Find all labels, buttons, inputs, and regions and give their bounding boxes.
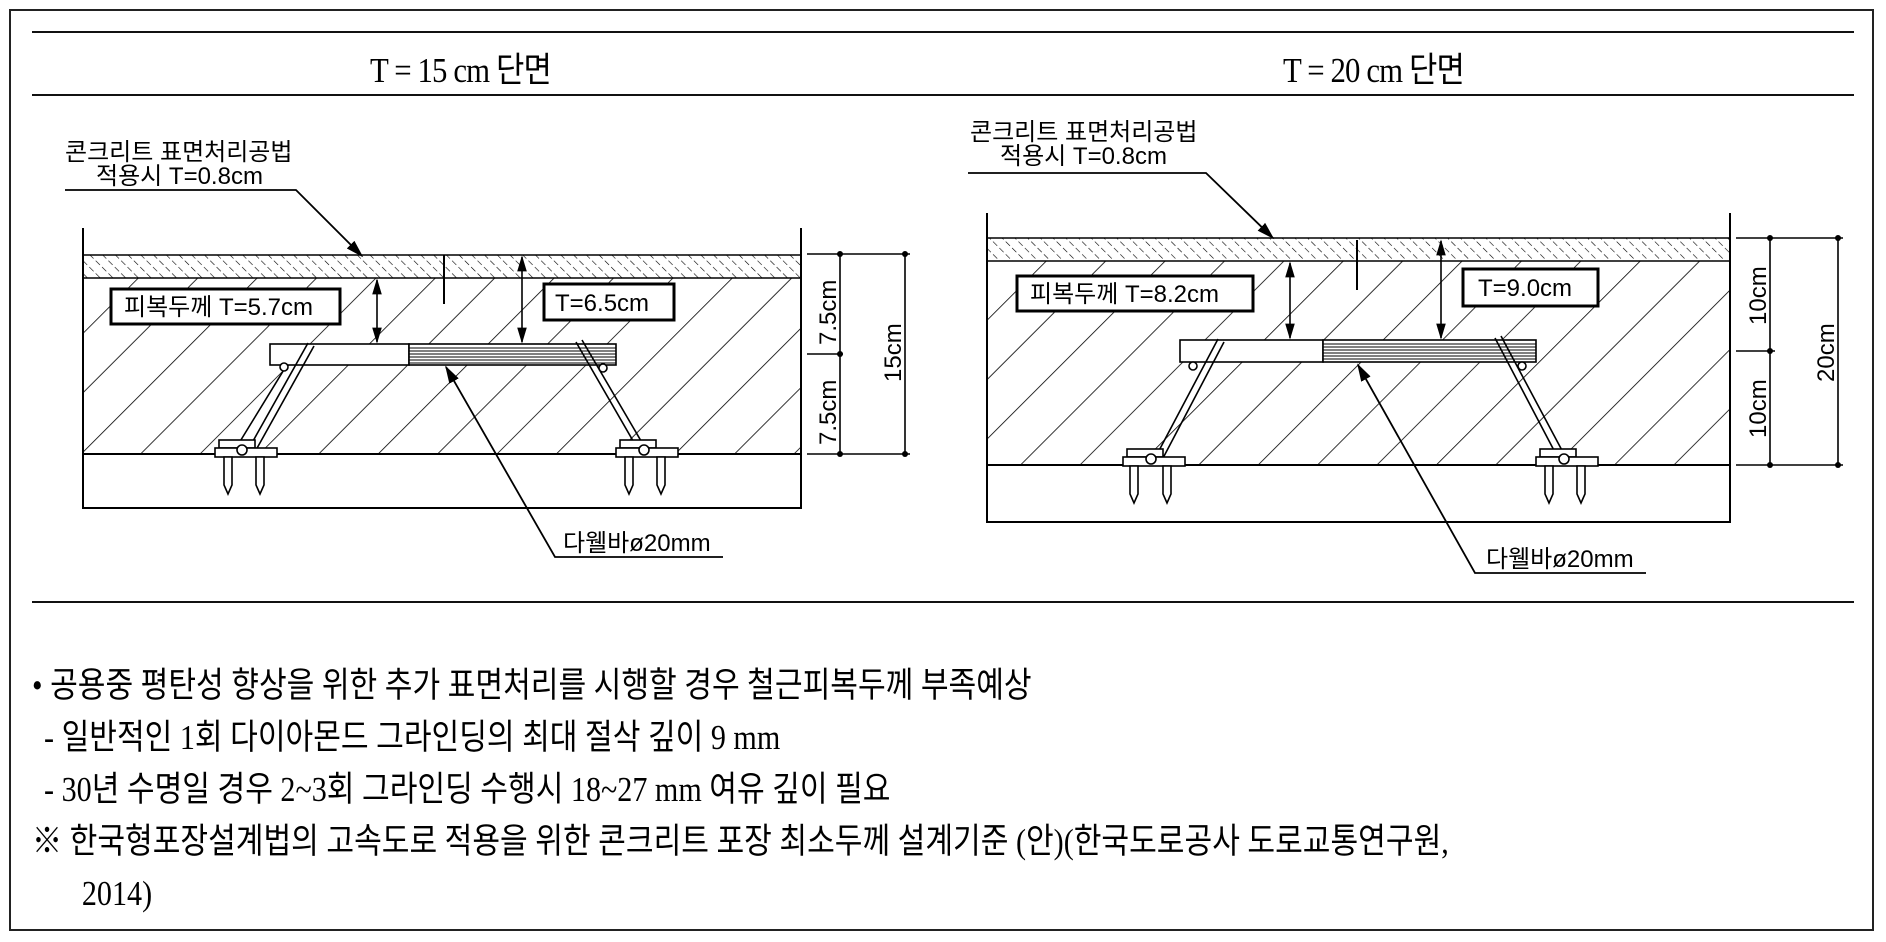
header-bottom-rule [32,94,1854,96]
depth-label-20: T=9.0cm [1478,275,1572,302]
surface-treatment-label-20-line2: 적용시 T=0.8cm [1000,143,1167,170]
note-item-2: - 30년 수명일 경우 2~3회 그라인딩 수행시 18~27 mm 여유 깊… [44,770,891,809]
header-top-rule [32,31,1854,33]
section-title-20cm: T = 20 cm 단면 [1283,51,1465,90]
dim-upper-15: 7.5cm [815,280,842,345]
figure-frame [9,9,1874,931]
note-item-1: - 일반적인 1회 다이아몬드 그라인딩의 최대 절삭 깊이 9 mm [44,718,781,757]
dim-total-15: 15cm [880,323,907,382]
figure-bottom-rule [32,601,1854,603]
dim-upper-20: 10cm [1745,266,1772,325]
surface-treatment-label-15-line2: 적용시 T=0.8cm [96,163,263,190]
cover-thickness-label-20: 피복두께 T=8.2cm [1030,281,1219,308]
dowel-bar-label-20: 다웰바ø20mm [1486,546,1634,573]
note-reference-line2: 2014) [81,874,153,913]
surface-treatment-label-15-line1: 콘크리트 표면처리공법 [65,139,292,166]
dim-total-20: 20cm [1813,323,1840,382]
cover-thickness-label-15: 피복두께 T=5.7cm [124,294,313,321]
section-15cm-drawing [65,189,910,558]
dim-lower-15: 7.5cm [815,380,842,445]
note-reference-line1: ※ 한국형포장설계법의 고속도로 적용을 위한 콘크리트 포장 최소두께 설계기… [32,822,1449,861]
surface-treatment-label-20-line1: 콘크리트 표면처리공법 [970,119,1197,146]
note-bullet: • 공용중 평탄성 향상을 위한 추가 표면처리를 시행할 경우 철근피복두께 … [32,666,1032,705]
section-title-15cm: T = 15 cm 단면 [370,51,552,90]
dim-lower-20: 10cm [1745,379,1772,438]
depth-label-15: T=6.5cm [555,290,649,317]
section-20cm-drawing [968,172,1843,574]
notes-block: • 공용중 평탄성 향상을 위한 추가 표면처리를 시행할 경우 철근피복두께 … [32,660,1449,920]
dowel-bar-label-15: 다웰바ø20mm [563,530,711,557]
